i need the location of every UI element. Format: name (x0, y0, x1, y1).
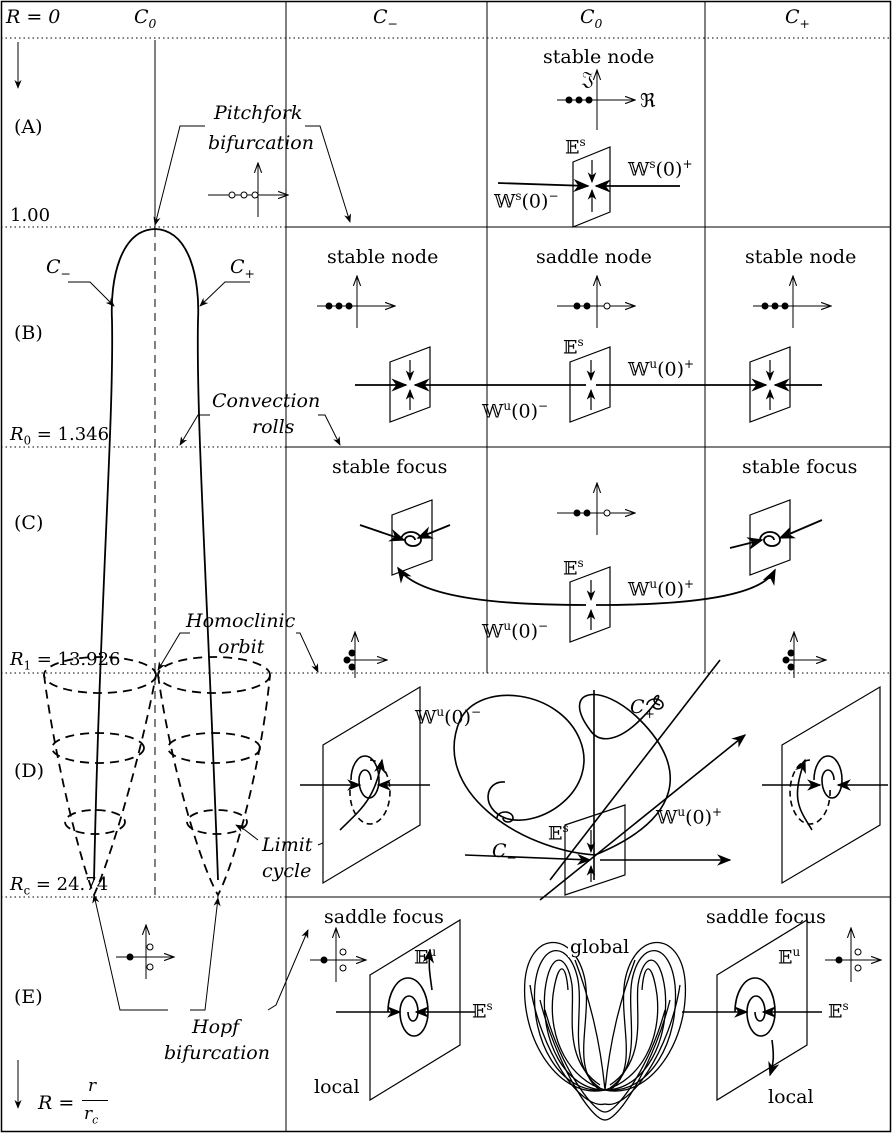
homoclinic-callout-right (296, 633, 318, 672)
cell-e-local-left: local (314, 1078, 360, 1097)
eigen-plot-b-left (317, 276, 395, 328)
formula-lhs: R = (38, 1094, 74, 1113)
annotation-pitchfork: Pitchfork (214, 104, 302, 123)
threshold-r0: R0 = 1.346 (10, 426, 109, 447)
cell-a-title: stable node (543, 48, 654, 67)
annotation-orbit: orbit (218, 638, 264, 657)
eigen-plot-e-right (825, 928, 881, 982)
header-r-zero: R = 0 (6, 8, 60, 27)
header-c-minus: C− (373, 8, 398, 30)
cell-e-left-title: saddle focus (324, 908, 444, 927)
real-axis-label: ℜ (640, 92, 655, 111)
eigen-plot-a (557, 70, 635, 130)
imaginary-axis-label: 𝔍 (582, 70, 594, 89)
annotation-cycle: cycle (262, 862, 311, 881)
manifold-eu-e-left: 𝔼u (414, 946, 436, 967)
header-c0-mid: C0 (580, 8, 602, 30)
annotation-convection: Convection (212, 392, 320, 411)
threshold-rc: Rc = 24.74 (10, 876, 108, 897)
row-label-d: (D) (14, 762, 44, 781)
manifold-wu-minus-d: 𝕎u(0)− (415, 706, 481, 727)
manifold-es-e-right: 𝔼s (828, 1000, 849, 1021)
eigen-plot-c-mid (557, 483, 635, 535)
threshold-one: 1.00 (10, 207, 50, 225)
traj (398, 568, 586, 605)
manifold-ws-minus: 𝕎s(0)− (494, 190, 559, 211)
limit-cycle-cones (44, 657, 270, 895)
header-c-plus: C+ (785, 8, 810, 30)
formula-fraction-bar (82, 1100, 108, 1101)
cell-e-global: global (568, 938, 631, 957)
formula-numerator: r (88, 1078, 96, 1095)
cplus-callout (200, 282, 250, 306)
annotation-homoclinic: Homoclinic (186, 612, 295, 631)
row-label-b: (B) (14, 324, 43, 343)
eigen-plot-e-col1 (116, 925, 174, 979)
cell-e-local-right: local (768, 1088, 814, 1107)
branch-c-minus (94, 229, 155, 880)
row-label-e: (E) (14, 988, 43, 1007)
eigen-plot-b-mid (557, 276, 635, 328)
branch-c-plus (155, 229, 218, 880)
annotation-hopf: Hopf (192, 1018, 239, 1037)
manifold-wu-plus-c: 𝕎u(0)+ (628, 578, 694, 599)
manifold-wu-plus-b: 𝕎u(0)+ (628, 358, 694, 379)
manifold-es-e-left: 𝔼s (472, 1000, 493, 1021)
cell-b-mid-title: saddle node (536, 248, 652, 267)
cell-c-left-title: stable focus (332, 458, 447, 477)
threshold-r1: R1 = 13.926 (10, 651, 121, 672)
annotation-hopf-bifurcation: bifurcation (164, 1044, 270, 1063)
formula-denominator: rc (84, 1106, 98, 1125)
fixed-point-c-plus: C+ (630, 698, 655, 720)
fixed-point-c-minus: C− (492, 842, 517, 864)
hopf-callout-mid (190, 898, 218, 1010)
row-label-c: (C) (14, 514, 43, 533)
manifold-es-c: 𝔼s (563, 557, 584, 578)
manifold-wu-minus-b: 𝕎u(0)− (482, 400, 548, 421)
manifold-es-b: 𝔼s (563, 336, 584, 357)
annotation-rolls: rolls (252, 418, 294, 437)
manifold-eu-e-right: 𝔼u (778, 946, 800, 967)
cell-c-right-title: stable focus (742, 458, 857, 477)
convection-callout-right (318, 415, 340, 445)
hopf-callout-left (94, 895, 168, 1010)
cell-e-right-title: saddle focus (706, 908, 826, 927)
eigen-plot-e-left (310, 928, 366, 982)
row-label-a: (A) (14, 118, 43, 137)
manifold-es-d: 𝔼s (548, 822, 569, 843)
hopf-callout-right (268, 930, 308, 1010)
convection-callout-left (180, 415, 210, 445)
cminus-callout (68, 282, 114, 306)
eigen-plot-d-left (344, 632, 387, 678)
header-c0-left: C0 (134, 8, 156, 30)
plane-c-right (750, 500, 790, 575)
traj (550, 660, 720, 880)
cell-b-left-title: stable node (327, 248, 438, 267)
homoclinic-callout-left (158, 633, 190, 670)
pitchfork-callout-left (155, 126, 205, 225)
eigen-plot-b-right (753, 276, 831, 328)
annotation-bifurcation: bifurcation (208, 134, 314, 153)
annotation-limit: Limit (262, 836, 312, 855)
manifold-wu-minus-c: 𝕎u(0)− (482, 620, 548, 641)
manifold-es-a: 𝔼s (565, 136, 586, 157)
manifold-ws-plus: 𝕎s(0)+ (628, 158, 693, 179)
annotation-c-minus: C− (46, 258, 71, 280)
eigen-plot-pitchfork (208, 163, 288, 217)
plane-a (573, 147, 610, 227)
cell-b-right-title: stable node (745, 248, 856, 267)
annotation-c-plus: C+ (230, 258, 255, 280)
manifold-wu-plus-d: 𝕎u(0)+ (656, 806, 722, 827)
eigen-plot-d-right (783, 632, 826, 678)
lorenz-attractor (525, 943, 686, 1121)
